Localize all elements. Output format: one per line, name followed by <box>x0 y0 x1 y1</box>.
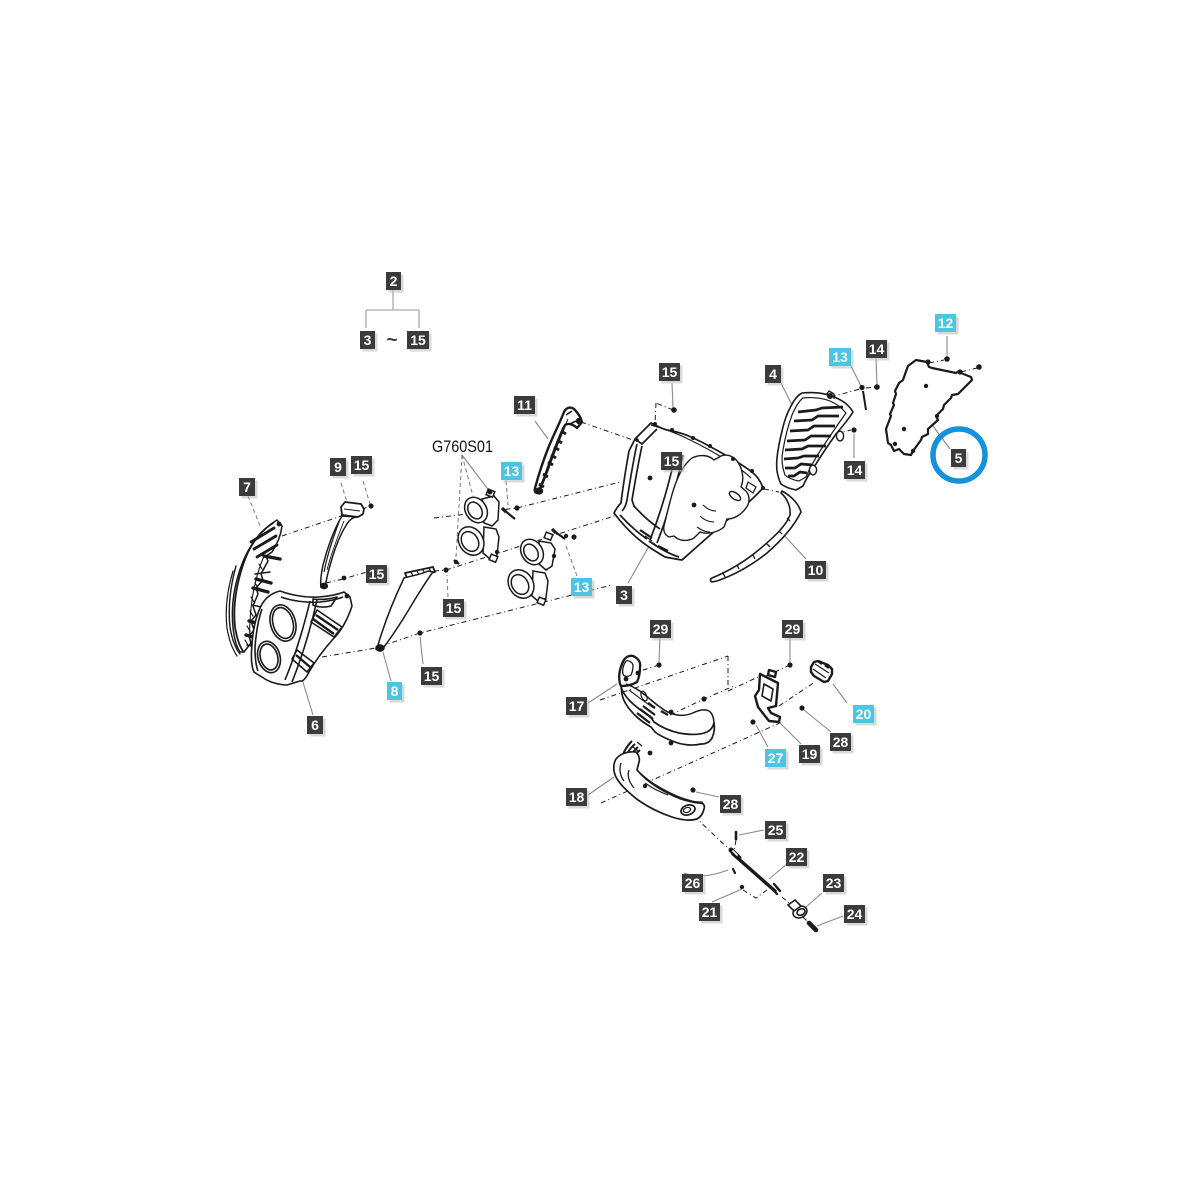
svg-text:20: 20 <box>856 706 872 722</box>
svg-text:29: 29 <box>785 621 801 637</box>
svg-text:15: 15 <box>354 457 370 473</box>
svg-text:4: 4 <box>769 366 777 382</box>
svg-text:2: 2 <box>390 273 398 289</box>
svg-text:17: 17 <box>569 698 585 714</box>
svg-text:28: 28 <box>723 796 739 812</box>
svg-text:3: 3 <box>364 332 372 348</box>
svg-text:11: 11 <box>517 397 532 413</box>
svg-text:7: 7 <box>243 479 251 495</box>
svg-text:G760S01: G760S01 <box>432 438 493 456</box>
svg-text:18: 18 <box>569 789 585 805</box>
svg-text:5: 5 <box>955 450 963 466</box>
svg-text:9: 9 <box>334 459 342 475</box>
svg-text:23: 23 <box>826 875 842 891</box>
svg-text:13: 13 <box>504 463 520 479</box>
svg-text:6: 6 <box>311 717 319 733</box>
svg-text:14: 14 <box>869 341 885 357</box>
svg-text:15: 15 <box>664 453 680 469</box>
svg-text:~: ~ <box>386 330 397 351</box>
svg-text:12: 12 <box>938 315 954 331</box>
svg-text:15: 15 <box>424 668 440 684</box>
svg-text:25: 25 <box>768 822 784 838</box>
svg-text:21: 21 <box>702 904 718 920</box>
svg-text:13: 13 <box>574 579 590 595</box>
svg-text:15: 15 <box>446 600 462 616</box>
svg-text:15: 15 <box>410 332 426 348</box>
svg-text:14: 14 <box>847 462 863 478</box>
svg-text:15: 15 <box>369 566 385 582</box>
svg-text:3: 3 <box>620 587 628 603</box>
svg-text:29: 29 <box>653 621 669 637</box>
svg-text:26: 26 <box>685 875 701 891</box>
svg-text:15: 15 <box>662 364 678 380</box>
svg-text:24: 24 <box>847 906 863 922</box>
svg-text:13: 13 <box>832 349 848 365</box>
svg-text:10: 10 <box>808 562 824 578</box>
svg-text:22: 22 <box>789 849 805 865</box>
svg-text:28: 28 <box>833 734 849 750</box>
svg-text:27: 27 <box>768 750 784 766</box>
svg-text:8: 8 <box>391 683 399 699</box>
svg-text:19: 19 <box>802 746 818 762</box>
